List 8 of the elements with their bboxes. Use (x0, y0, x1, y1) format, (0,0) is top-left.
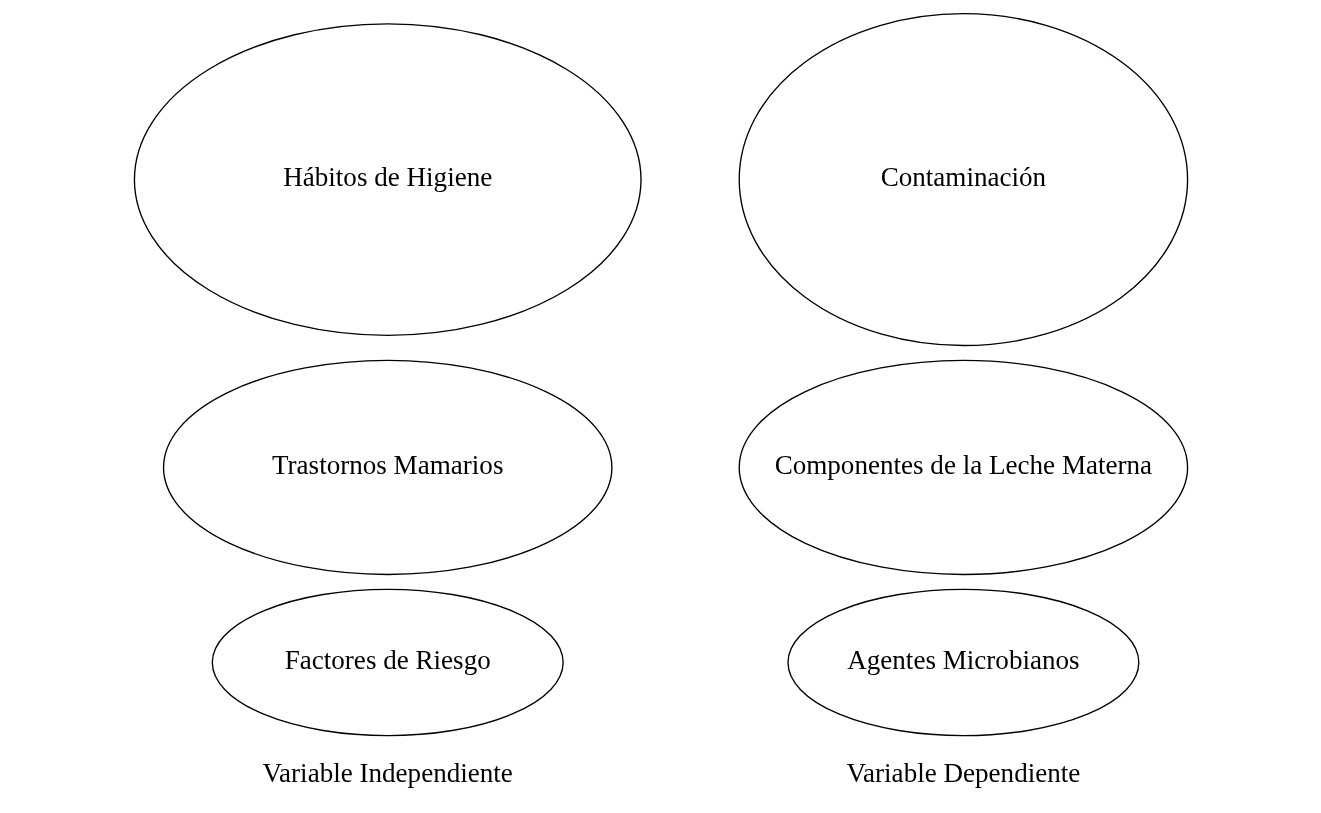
node-ellipse: Contaminación (738, 13, 1188, 347)
node-ellipse: Trastornos Mamarios (162, 359, 613, 576)
label: Variable Independiente (262, 757, 513, 788)
node-ellipse: Componentes de la Leche Materna (738, 359, 1188, 576)
label: Variable Dependiente (846, 757, 1080, 788)
node-ellipse: Agentes Microbianos (786, 588, 1139, 737)
node-ellipse: Factores de Riesgo (211, 588, 564, 737)
node-ellipse: Hábitos de Higiene (133, 23, 642, 337)
